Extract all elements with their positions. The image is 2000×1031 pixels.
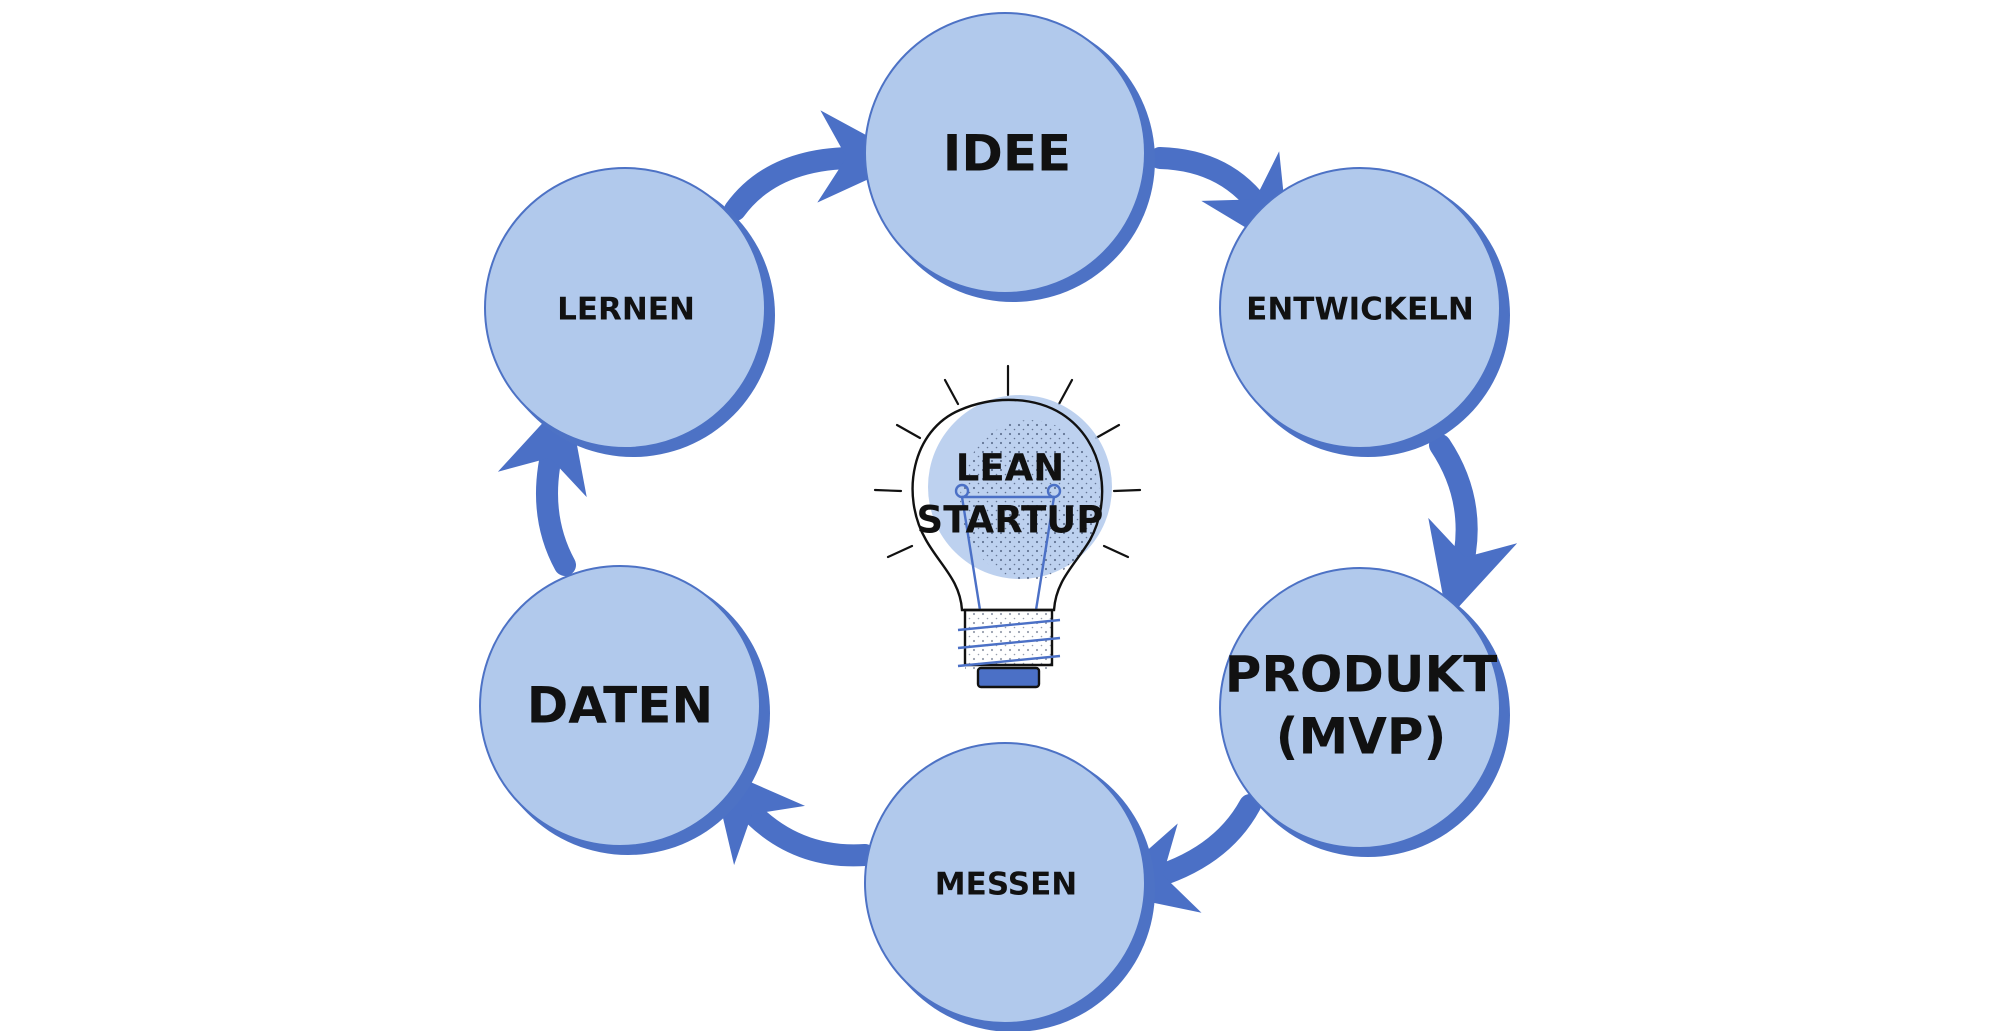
- arrow-messen-to-daten: [710, 764, 876, 867]
- light-rays: [873, 364, 1142, 559]
- node-label-produkt-line1: PRODUKT: [1225, 646, 1498, 704]
- arrow-produkt-to-messen: [1100, 794, 1261, 913]
- node-lernen: LERNEN: [484, 167, 775, 457]
- node-label-messen: MESSEN: [935, 867, 1077, 903]
- node-entwickeln: ENTWICKELN: [1219, 167, 1510, 457]
- node-produkt: PRODUKT (MVP): [1219, 567, 1510, 857]
- node-label-produkt-line2: (MVP): [1276, 708, 1447, 766]
- arrow-lernen-to-idee: [724, 110, 912, 221]
- arrow-daten-to-lernen: [497, 395, 587, 576]
- arrow-idee-to-entwickeln: [1149, 147, 1290, 254]
- bulb-base-cap: [976, 666, 1041, 689]
- node-label-idee: IDEE: [943, 125, 1071, 183]
- node-label-lernen: LERNEN: [557, 292, 695, 328]
- node-label-daten: DATEN: [527, 677, 713, 735]
- lightbulb-icon: LEAN STARTUP: [873, 364, 1142, 689]
- node-label-entwickeln: ENTWICKELN: [1246, 292, 1474, 328]
- node-messen: MESSEN: [864, 742, 1155, 1031]
- node-daten: DATEN: [479, 565, 770, 855]
- arrow-entwickeln-to-produkt: [1428, 434, 1518, 620]
- center-label-line2: STARTUP: [917, 499, 1104, 542]
- center-label-line1: LEAN: [956, 447, 1064, 490]
- filament: [954, 483, 1062, 611]
- cycle-arrows: [497, 110, 1518, 913]
- node-idee: IDEE: [864, 12, 1155, 302]
